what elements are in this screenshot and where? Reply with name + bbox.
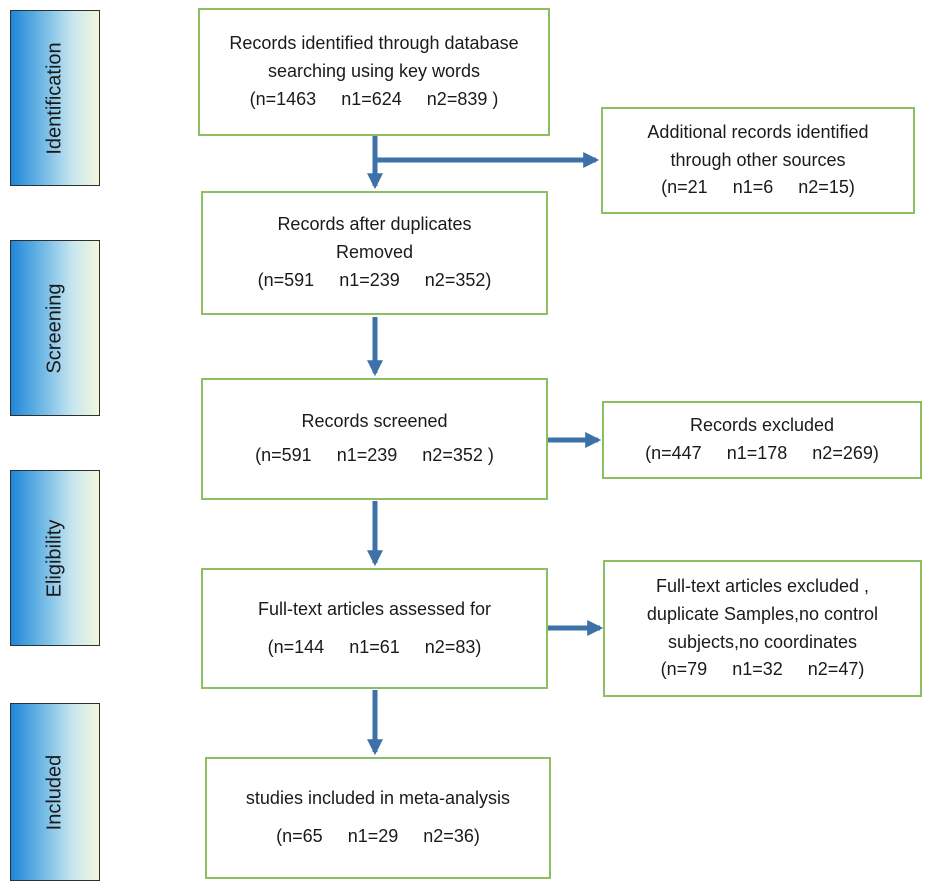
box-counts: (n=591 n1=239 n2=352)	[258, 267, 492, 295]
count-n1: n1=239	[339, 269, 400, 290]
box-text-line: Records screened	[301, 411, 448, 432]
count-n2: n2=36)	[423, 826, 480, 846]
box-fulltext-excluded: Full-text articles excluded , duplicate …	[603, 560, 922, 697]
box-fulltext-assessed: Full-text articles assessed for (n=144 n…	[201, 568, 548, 689]
box-records-excluded: Records excluded (n=447 n1=178 n2=269)	[602, 401, 922, 479]
box-text-line: studies included in meta-analysis	[245, 788, 511, 809]
box-duplicates-removed: Records after duplicates Removed (n=591 …	[201, 191, 548, 315]
count-n1: n1=239	[336, 445, 398, 465]
count-n2: n2=47)	[807, 659, 865, 680]
stage-eligibility: Eligibility	[10, 470, 100, 646]
count-n2: n2=15)	[798, 177, 855, 198]
box-counts: (n=65 n1=29 n2=36)	[276, 823, 480, 851]
count-n1: n1=624	[341, 88, 402, 109]
box-text-line: duplicate Samples,no control	[646, 603, 879, 624]
count-n2: n2=839 )	[426, 88, 499, 109]
count-n: (n=591	[255, 445, 312, 465]
count-n1: n1=32	[732, 659, 783, 680]
box-text-line: Full-text articles assessed for	[257, 598, 492, 619]
count-n1: n1=29	[347, 826, 399, 846]
box-text-line: Records excluded	[689, 415, 835, 436]
count-n2: n2=352)	[424, 269, 492, 290]
count-n: (n=144	[267, 636, 325, 657]
count-n: (n=65	[276, 826, 323, 846]
stage-identification: Identification	[10, 10, 100, 186]
count-n2: n2=83)	[424, 636, 482, 657]
count-n1: n1=6	[732, 177, 774, 198]
box-counts: (n=1463 n1=624 n2=839 )	[250, 86, 499, 114]
box-text-line: through other sources	[670, 149, 846, 170]
box-text-line: Full-text articles excluded ,	[655, 575, 870, 596]
count-n: (n=591	[257, 269, 315, 290]
box-text-line: Removed	[335, 242, 414, 263]
stage-included: Included	[10, 703, 100, 881]
count-n: (n=21	[661, 177, 708, 198]
box-counts: (n=144 n1=61 n2=83)	[268, 634, 482, 662]
box-additional-records: Additional records identified through ot…	[601, 107, 915, 214]
count-n1: n1=178	[726, 443, 788, 463]
box-counts: (n=447 n1=178 n2=269)	[645, 440, 879, 468]
box-text-line: searching using key words	[267, 61, 481, 82]
box-text-line: Records after duplicates	[277, 214, 472, 235]
count-n1: n1=61	[349, 636, 400, 657]
box-records-screened: Records screened (n=591 n1=239 n2=352 )	[201, 378, 548, 500]
box-records-identified: Records identified through database sear…	[198, 8, 550, 136]
count-n: (n=1463	[249, 88, 317, 109]
count-n: (n=79	[660, 659, 708, 680]
count-n: (n=447	[645, 443, 702, 463]
box-text-line: Additional records identified	[647, 121, 869, 142]
stage-screening: Screening	[10, 240, 100, 416]
box-counts: (n=79 n1=32 n2=47)	[661, 656, 865, 684]
box-text-line: Records identified through database	[229, 33, 519, 54]
box-counts: (n=591 n1=239 n2=352 )	[255, 442, 494, 470]
box-counts: (n=21 n1=6 n2=15)	[661, 174, 855, 202]
count-n2: n2=352 )	[422, 445, 494, 465]
box-text-line: subjects,no coordinates	[667, 631, 858, 652]
box-studies-included: studies included in meta-analysis (n=65 …	[205, 757, 551, 879]
count-n2: n2=269)	[812, 443, 879, 463]
